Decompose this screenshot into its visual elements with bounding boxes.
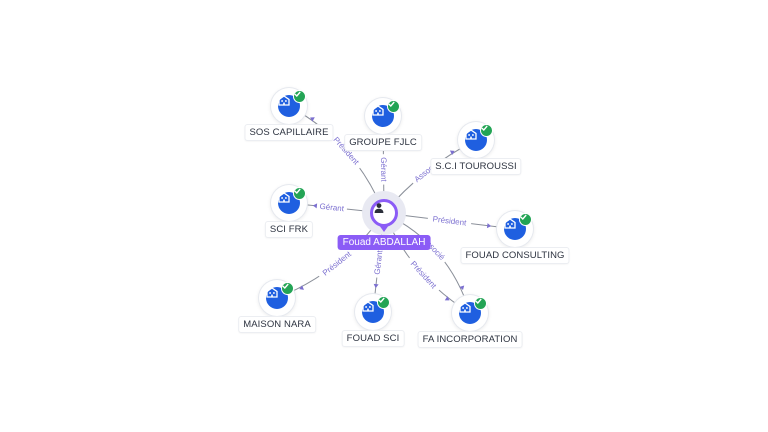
company-name-label: SCI FRK <box>265 222 313 237</box>
company-name-label: S.C.I TOUROUSSI <box>431 159 521 174</box>
edge-label-background <box>327 131 365 171</box>
company-name-label: FOUAD SCI <box>342 331 404 346</box>
edge-arrow <box>486 223 492 229</box>
company-name-label: FA INCORPORATION <box>418 332 522 347</box>
edge-label: Gérant <box>378 154 389 185</box>
edge-label-background <box>316 246 358 281</box>
edge-label: Président <box>404 255 442 295</box>
edge-role-label: Gérant <box>319 202 345 214</box>
check-icon <box>519 213 532 226</box>
person-name-label: Fouad ABDALLAH <box>337 235 431 250</box>
edge-label-background <box>404 255 442 295</box>
check-icon <box>377 296 390 309</box>
edge-role-label: Président <box>409 259 439 291</box>
company-name-label: SOS CAPILLAIRE <box>245 125 333 140</box>
check-icon <box>293 187 306 200</box>
edge-label: Gérant <box>316 200 348 215</box>
edge-role-label: Gérant <box>373 249 385 275</box>
edge-arrow <box>312 203 318 209</box>
edge-role-label: Président <box>321 249 354 278</box>
check-icon <box>281 282 294 295</box>
edge-arrow <box>449 150 455 155</box>
check-icon <box>480 124 493 137</box>
company-name-label: GROUPE FJLC <box>345 135 421 150</box>
company-name-label: MAISON NARA <box>239 317 315 332</box>
edge-arrow <box>299 285 304 290</box>
edge-role-label: Gérant <box>379 157 388 182</box>
check-icon <box>293 90 306 103</box>
person-icon <box>370 199 398 232</box>
check-icon <box>474 297 487 310</box>
edge-label: Président <box>427 213 472 229</box>
edge-arrow <box>310 117 315 122</box>
edge-role-label: Président <box>432 214 467 227</box>
edge-label: Président <box>316 246 358 281</box>
edge-arrow <box>373 283 379 289</box>
edge-arrow <box>444 296 450 301</box>
edge-label: Gérant <box>371 246 386 279</box>
check-icon <box>387 100 400 113</box>
edge-arrow <box>459 285 465 290</box>
edge-label-background <box>427 213 472 229</box>
edge-label-background <box>378 154 389 185</box>
edge-label-background <box>371 246 386 279</box>
edge-label-background <box>316 200 348 215</box>
company-name-label: FOUAD CONSULTING <box>461 248 569 263</box>
